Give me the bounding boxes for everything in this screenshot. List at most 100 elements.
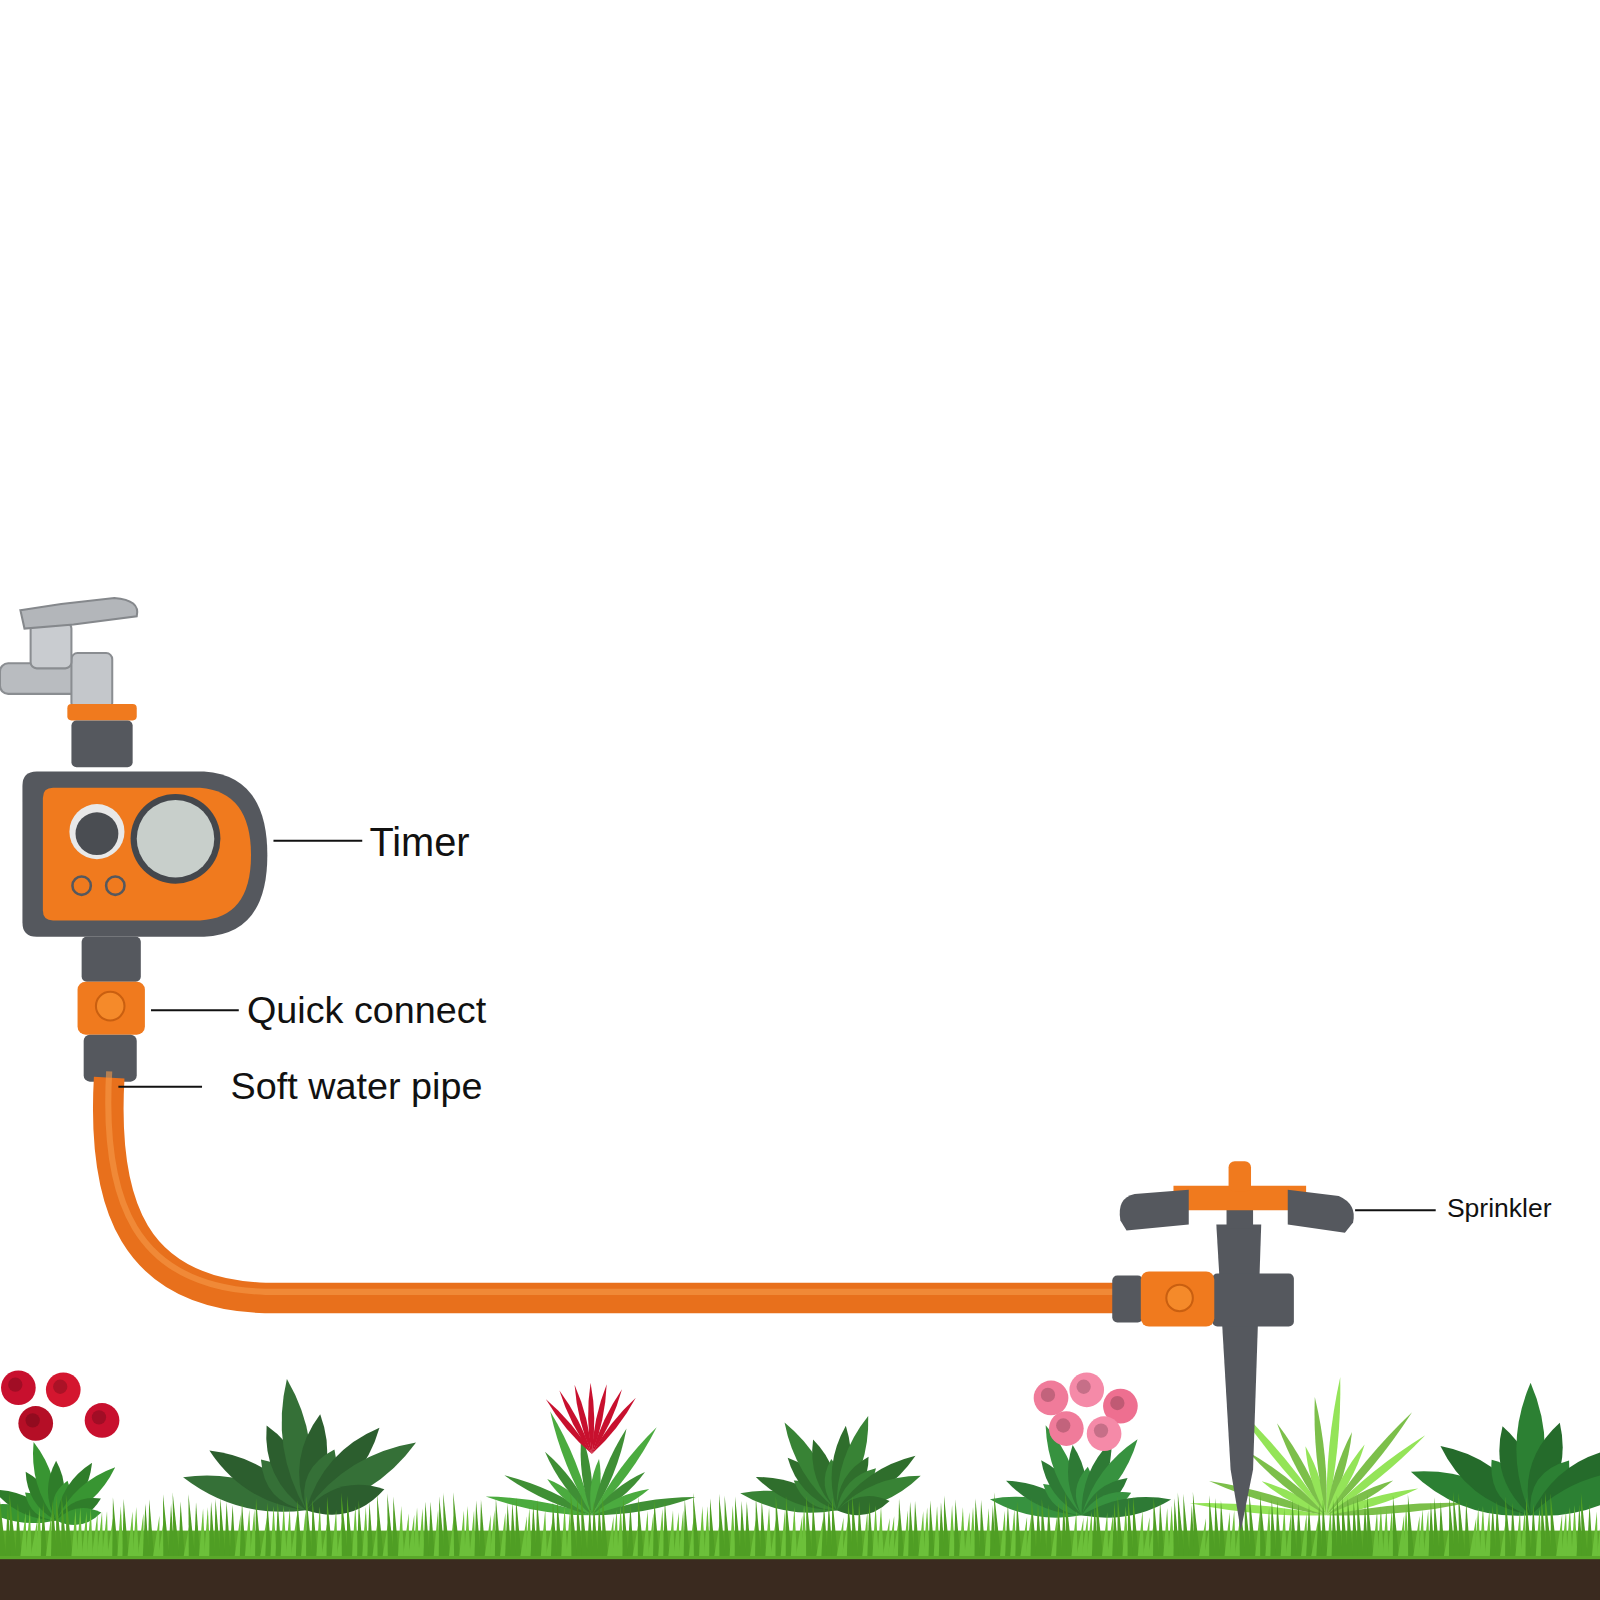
sprinkler-stake	[1216, 1224, 1261, 1530]
grass-blade	[1153, 1497, 1159, 1556]
grass-blade	[1526, 1497, 1532, 1556]
grass-blade	[148, 1499, 154, 1556]
grass-blade	[1372, 1510, 1378, 1556]
timer-button	[106, 877, 124, 895]
grass-blade	[857, 1501, 863, 1556]
grass-blade	[377, 1493, 384, 1556]
grass-blade	[796, 1516, 802, 1556]
grass-blade	[418, 1509, 424, 1557]
grass-blade	[648, 1513, 654, 1556]
grass-blade	[776, 1496, 782, 1556]
grass-blade	[551, 1501, 557, 1556]
grass-blade	[1183, 1494, 1189, 1556]
grass-blade	[1193, 1492, 1200, 1556]
grass-blade	[673, 1512, 679, 1556]
leaf	[1314, 1397, 1326, 1515]
timer-display	[137, 800, 215, 878]
grass-blade	[1260, 1495, 1266, 1556]
grass-blade	[1439, 1501, 1445, 1556]
grass-blade	[1143, 1517, 1150, 1556]
grass-blade	[1301, 1513, 1307, 1556]
grass-blade	[413, 1507, 419, 1556]
grass-blade	[429, 1501, 435, 1556]
grass-blade	[821, 1504, 827, 1556]
release-button	[1166, 1285, 1193, 1312]
grass-blade	[1077, 1518, 1084, 1556]
grass-blade	[872, 1505, 878, 1556]
grass-blade	[1291, 1500, 1297, 1556]
grass-blade	[408, 1515, 414, 1556]
grass-blade	[1434, 1497, 1440, 1556]
grass-blade	[265, 1502, 271, 1556]
callout-label: Soft water pipe	[231, 1064, 483, 1109]
grass-blade	[194, 1502, 200, 1556]
grass-blade	[1249, 1492, 1256, 1556]
grass-blade	[1286, 1513, 1292, 1557]
grass-blade	[1587, 1504, 1593, 1556]
grass-blade	[959, 1507, 965, 1556]
plant	[990, 1372, 1171, 1517]
grass-blade	[393, 1497, 399, 1556]
grass-blade	[918, 1511, 924, 1556]
grass-blade	[1265, 1508, 1271, 1557]
flower	[18, 1406, 53, 1441]
grass-blade	[1408, 1494, 1414, 1556]
grass-blade	[867, 1502, 873, 1556]
grass-blade	[862, 1512, 868, 1556]
grass-blade	[1413, 1516, 1419, 1556]
grass-blade	[341, 1493, 348, 1556]
grass-blade	[755, 1498, 761, 1557]
leaf	[1327, 1435, 1426, 1515]
grass-blade	[230, 1505, 236, 1556]
grass-blade	[474, 1500, 480, 1556]
grass-blade	[133, 1507, 139, 1556]
grass-blade	[0, 1492, 6, 1556]
leader-line	[118, 1086, 202, 1088]
grass-blade	[311, 1500, 317, 1557]
bract	[592, 1398, 636, 1454]
grass-blade	[1031, 1498, 1037, 1556]
grass-blade	[1281, 1507, 1287, 1556]
faucet-valve	[31, 622, 72, 668]
grass-blade	[1224, 1512, 1230, 1556]
timer-dial	[76, 812, 119, 855]
grass-blade	[97, 1512, 103, 1556]
grass-blade	[26, 1510, 32, 1557]
grass-blade	[1505, 1496, 1511, 1556]
grass-blade	[143, 1504, 149, 1557]
grass-blade	[357, 1500, 363, 1556]
grass-blade	[1306, 1504, 1312, 1556]
grass-blade	[1566, 1507, 1572, 1556]
grass-blade	[250, 1509, 256, 1556]
plant	[0, 1370, 119, 1525]
grass-blade	[1036, 1502, 1042, 1556]
flower	[1034, 1381, 1069, 1416]
faucet-outlet	[71, 653, 112, 709]
coupling-nut	[82, 937, 141, 982]
faucet-handle	[20, 598, 137, 629]
grass-blade	[352, 1506, 358, 1556]
grass-blade	[806, 1496, 812, 1556]
grass-blade	[199, 1508, 205, 1556]
flower	[1049, 1411, 1084, 1446]
grass-blade	[929, 1500, 935, 1556]
grass-blade	[852, 1496, 858, 1557]
grass-blade	[740, 1501, 746, 1556]
grass-blade	[255, 1498, 261, 1556]
grass-blade	[316, 1506, 322, 1556]
flower-center	[26, 1413, 40, 1427]
grass-blade	[270, 1505, 276, 1556]
grass-blade	[1378, 1506, 1384, 1556]
grass-blade	[622, 1498, 628, 1557]
grass-blade	[1270, 1499, 1276, 1556]
plant	[1411, 1383, 1600, 1516]
grass-blade	[163, 1494, 169, 1556]
grass-blade	[1556, 1515, 1562, 1557]
grass-blade	[592, 1501, 598, 1556]
grass-blade	[1102, 1512, 1108, 1556]
flower	[1087, 1416, 1122, 1451]
grass-blade	[704, 1506, 710, 1556]
grass-blade	[306, 1496, 312, 1556]
grass-blade	[1209, 1495, 1215, 1556]
grass-blade	[832, 1497, 838, 1556]
